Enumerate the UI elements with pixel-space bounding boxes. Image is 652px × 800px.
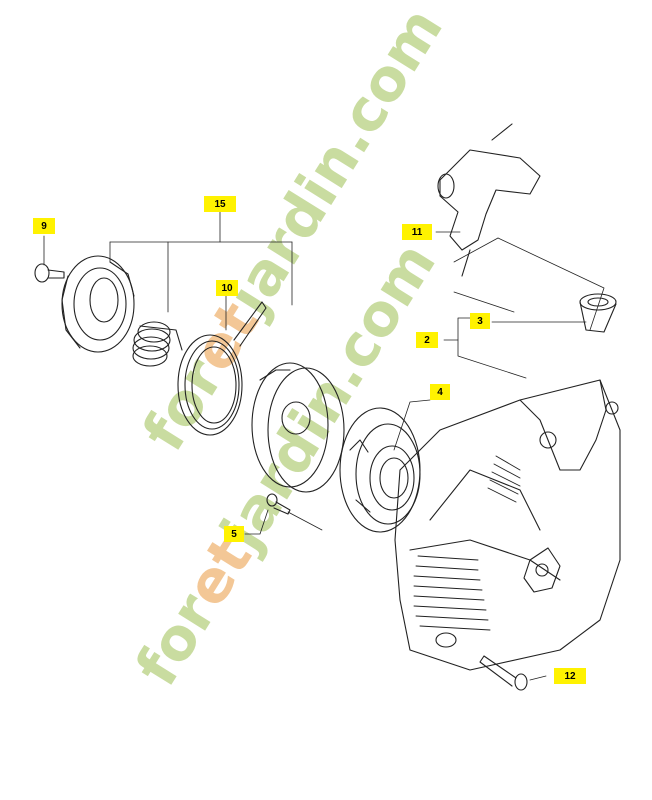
callout-3: 3: [470, 313, 490, 329]
part-15-pulley-housing: [61, 255, 135, 353]
part-4-pawl-assembly: [339, 407, 421, 533]
housing-grille-lower: [413, 555, 491, 631]
part-3-rope-guide: [579, 293, 617, 333]
part-11-handle: [437, 123, 541, 277]
rope-pulley: [251, 362, 345, 493]
part-9-screw: [34, 263, 65, 283]
brand-logo-icon: [523, 547, 561, 593]
part-2-starter-housing: [394, 379, 621, 671]
callout-12: 12: [554, 668, 586, 684]
callout-10: 10: [216, 280, 238, 296]
callout-11: 11: [402, 224, 432, 240]
callout-5: 5: [224, 526, 244, 542]
callout-4: 4: [430, 384, 450, 400]
leader-lines: [43, 211, 605, 681]
part-10-rewind-spring: [177, 301, 267, 436]
callout-2: 2: [416, 332, 438, 348]
housing-grille-upper: [487, 455, 521, 503]
part-5-screw: [266, 493, 291, 515]
callout-9: 9: [33, 218, 55, 234]
part-15-spring: [132, 321, 183, 367]
callout-15: 15: [204, 196, 236, 212]
part-12-screw: [479, 655, 528, 691]
